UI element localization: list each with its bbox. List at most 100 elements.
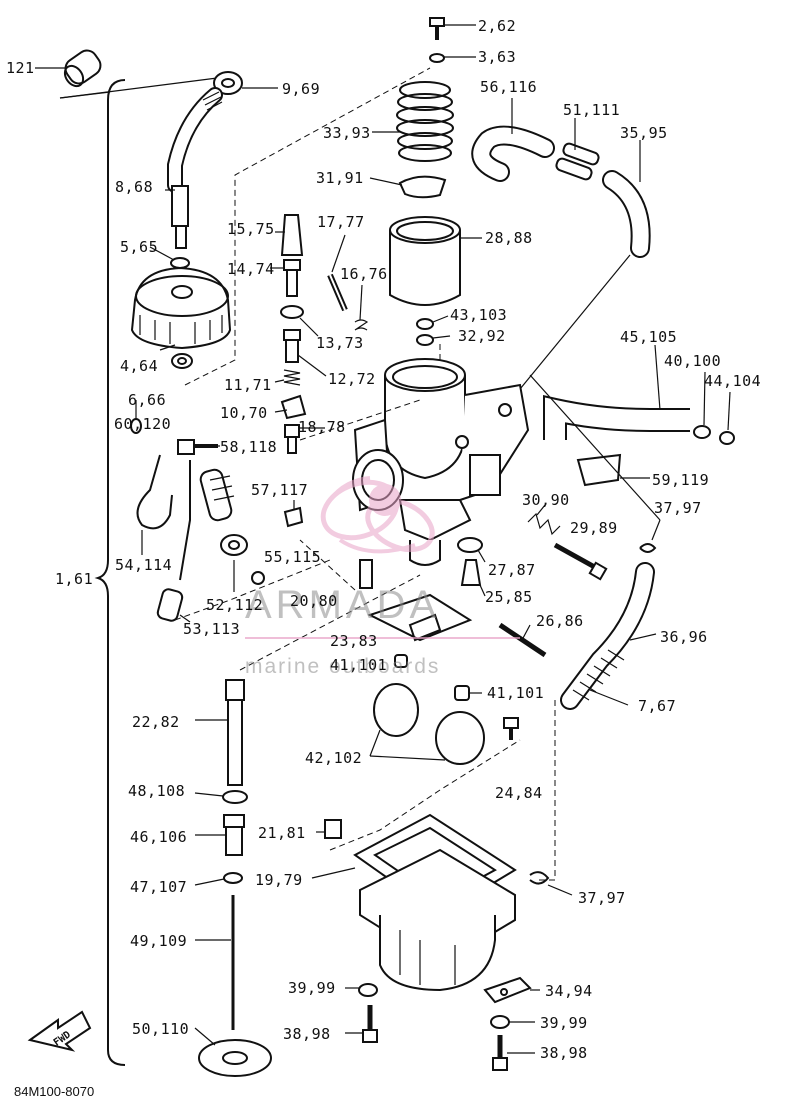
label-11-71: 11,71 bbox=[224, 376, 272, 394]
part-52-112-fitting bbox=[199, 468, 248, 592]
float-bowl bbox=[359, 848, 516, 992]
part-38-98-screw-a bbox=[345, 1005, 378, 1043]
label-6-66: 6,66 bbox=[128, 391, 166, 409]
part-39-99-washer-a bbox=[345, 983, 378, 997]
label-28-88: 28,88 bbox=[485, 229, 533, 247]
part-46-106-holder bbox=[195, 814, 245, 856]
label-33-93: 33,93 bbox=[323, 124, 371, 142]
part-31-91-plate bbox=[369, 175, 447, 199]
part-24-84-screw bbox=[503, 717, 519, 740]
carburetor-body bbox=[352, 358, 530, 566]
part-3-63-washer bbox=[429, 53, 476, 63]
label-41-101-b: 41,101 bbox=[487, 684, 544, 702]
part-54-114-lever bbox=[136, 454, 173, 555]
label-8-68: 8,68 bbox=[115, 178, 153, 196]
label-5-65: 5,65 bbox=[120, 238, 158, 256]
label-15-75: 15,75 bbox=[227, 220, 275, 238]
label-19-79: 19,79 bbox=[255, 871, 303, 889]
label-55-115: 55,115 bbox=[264, 548, 321, 566]
label-39-99-a: 39,99 bbox=[288, 979, 336, 997]
part-13-73-nut bbox=[280, 305, 319, 337]
part-labels: 121 2,62 3,63 9,69 56,116 51,111 35,95 3… bbox=[6, 17, 761, 1062]
part-21-81-screw bbox=[316, 819, 342, 839]
part-38-98-screw-b bbox=[492, 1035, 535, 1071]
watermark: ARMADA marine outboards bbox=[245, 476, 520, 678]
part-26-86-pin bbox=[498, 622, 547, 658]
label-26-86: 26,86 bbox=[536, 612, 584, 630]
label-39-99-b: 39,99 bbox=[540, 1014, 588, 1032]
fwd-arrow-icon: FWD bbox=[27, 1010, 92, 1052]
label-16-76: 16,76 bbox=[340, 265, 388, 283]
watermark-flower-logo bbox=[320, 476, 435, 554]
label-42-102: 42,102 bbox=[305, 749, 362, 767]
label-2-62: 2,62 bbox=[478, 17, 516, 35]
label-50-110: 50,110 bbox=[132, 1020, 189, 1038]
label-35-95: 35,95 bbox=[620, 124, 668, 142]
label-38-98-a: 38,98 bbox=[283, 1025, 331, 1043]
label-30-90: 30,90 bbox=[522, 491, 570, 509]
label-41-101-a: 41,101 bbox=[330, 656, 387, 674]
label-54-114: 54,114 bbox=[115, 556, 172, 574]
label-27-87: 27,87 bbox=[488, 561, 536, 579]
part-50-110-washer bbox=[194, 1027, 272, 1077]
label-9-69: 9,69 bbox=[282, 80, 320, 98]
part-20-80-jet bbox=[359, 559, 373, 589]
label-7-67: 7,67 bbox=[638, 697, 676, 715]
part-37-97-clip-bottom bbox=[529, 871, 573, 896]
part-30-90-spring bbox=[527, 504, 561, 536]
part-6-66-washer bbox=[171, 353, 193, 369]
part-39-99-washer-b bbox=[490, 1015, 535, 1029]
part-37-97-clip-top bbox=[639, 519, 661, 553]
part-29-89-screw bbox=[553, 542, 608, 581]
part-33-93-spring bbox=[372, 81, 454, 162]
part-58-118-screw bbox=[177, 439, 220, 455]
part-35-95-hose bbox=[602, 140, 651, 258]
label-24-84: 24,84 bbox=[495, 784, 543, 802]
label-37-97-bottom: 37,97 bbox=[578, 889, 626, 907]
label-60-120: 60,120 bbox=[114, 415, 171, 433]
label-10-70: 10,70 bbox=[220, 404, 268, 422]
label-53-113: 53,113 bbox=[183, 620, 240, 638]
part-42-102-floats bbox=[369, 683, 485, 765]
part-14-74-screw bbox=[270, 259, 301, 297]
part-41-101-cap-a bbox=[394, 654, 408, 668]
part-44-104-cap bbox=[719, 391, 735, 445]
label-31-91: 31,91 bbox=[316, 169, 364, 187]
part-36-96-hose bbox=[560, 562, 657, 710]
part-22-82-needle-jet bbox=[195, 679, 245, 786]
label-23-83: 23,83 bbox=[330, 632, 378, 650]
part-56-116-hose bbox=[471, 98, 555, 182]
part-25-85-jet bbox=[460, 559, 486, 597]
label-20-80: 20,80 bbox=[290, 592, 338, 610]
part-32-92-nut bbox=[416, 334, 451, 346]
label-29-89: 29,89 bbox=[570, 519, 618, 537]
label-3-63: 3,63 bbox=[478, 48, 516, 66]
label-48-108: 48,108 bbox=[128, 782, 185, 800]
part-28-88-slide bbox=[389, 216, 482, 306]
label-12-72: 12,72 bbox=[328, 370, 376, 388]
label-25-85: 25,85 bbox=[485, 588, 533, 606]
part-9-69-fitting bbox=[213, 71, 278, 95]
label-121: 121 bbox=[6, 59, 35, 77]
part-2-62-screw bbox=[429, 17, 476, 40]
part-23-83-float-arm bbox=[367, 593, 473, 642]
part-15-75-cap bbox=[275, 214, 304, 256]
label-14-74: 14,74 bbox=[227, 260, 275, 278]
part-16-76-spring bbox=[354, 284, 369, 331]
label-58-118: 58,118 bbox=[220, 438, 277, 456]
label-18-78: 18,78 bbox=[298, 418, 346, 436]
label-1-61: 1,61 bbox=[55, 570, 93, 588]
diagram-code: 84M100-8070 bbox=[14, 1084, 94, 1099]
part-17-77-screw bbox=[327, 234, 348, 312]
part-10-70-bracket bbox=[274, 394, 307, 420]
part-4-64-cap bbox=[130, 266, 232, 351]
label-22-82: 22,82 bbox=[132, 713, 180, 731]
part-121-sleeve bbox=[35, 49, 102, 88]
label-40-100: 40,100 bbox=[664, 352, 721, 370]
part-18-78-jet bbox=[284, 424, 325, 454]
part-57-117-screw bbox=[283, 500, 304, 528]
part-27-87-washer bbox=[457, 537, 486, 563]
label-59-119: 59,119 bbox=[652, 471, 709, 489]
